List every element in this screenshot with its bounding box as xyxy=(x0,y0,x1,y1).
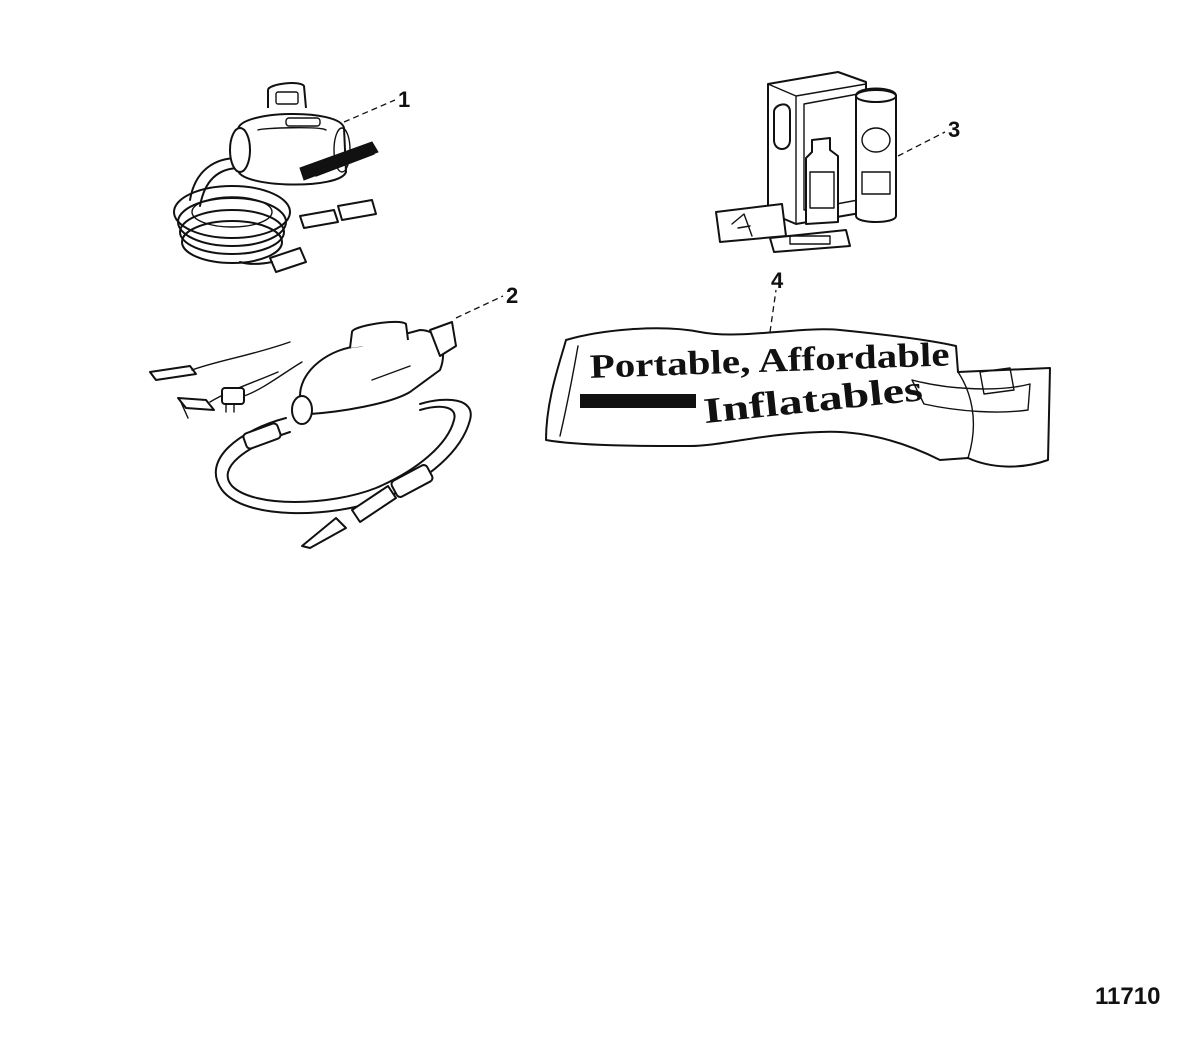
banner-small-print-block xyxy=(580,394,696,408)
figure-number: 11710 xyxy=(1095,983,1160,1010)
banner-illustration: Portable, Affordable Inflatables 4 xyxy=(545,268,1051,468)
callout-3: 3 xyxy=(948,117,960,142)
handheld-blower-illustration: 2 xyxy=(149,283,518,549)
callout-2: 2 xyxy=(506,283,518,308)
repair-kit-illustration: 3 xyxy=(715,71,960,253)
callout-4: 4 xyxy=(771,268,784,293)
callout-1: 1 xyxy=(398,87,410,112)
canister-blower-illustration: 1 xyxy=(173,82,410,273)
